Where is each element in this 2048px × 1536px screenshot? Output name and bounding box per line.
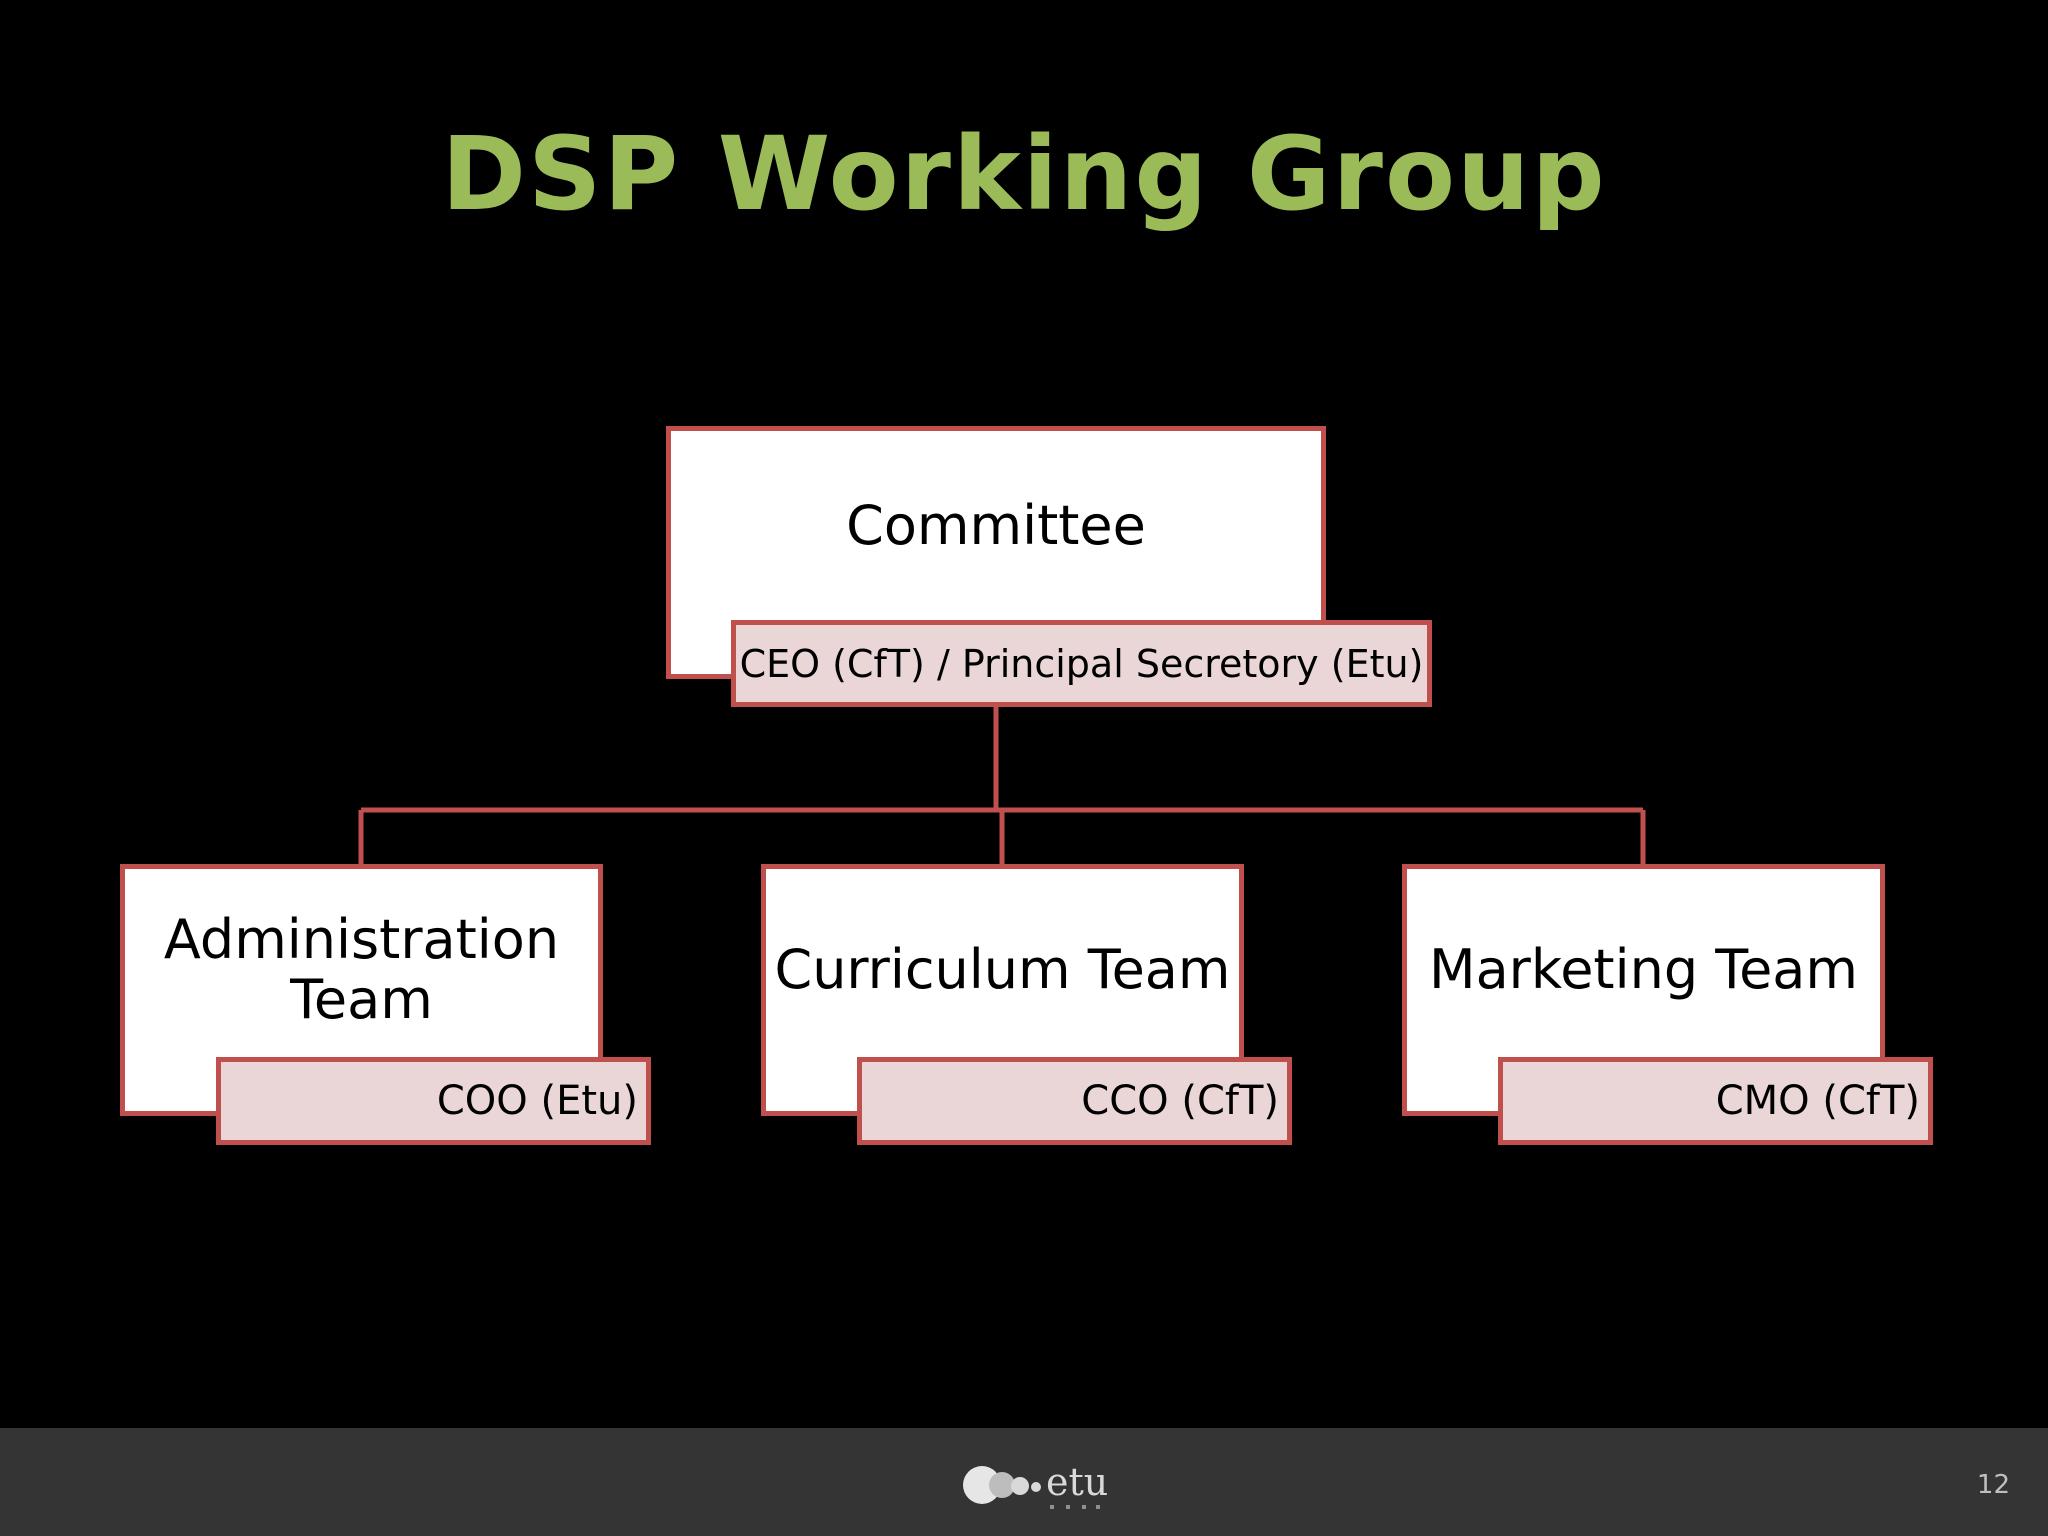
- marketing-team-label: Marketing Team: [1428, 938, 1859, 1001]
- committee-role-badge: CEO (CfT) / Principal Secretory (Etu): [731, 620, 1432, 707]
- committee-label: Committee: [846, 493, 1146, 557]
- administration-team-role-badge: COO (Etu): [216, 1057, 651, 1145]
- administration-team-role-label: COO (Etu): [436, 1078, 638, 1124]
- etu-logo-text: etu: [1046, 1460, 1108, 1504]
- etu-logo-icon: etu: [963, 1460, 1108, 1509]
- curriculum-team-role-label: CCO (CfT): [1081, 1078, 1279, 1124]
- marketing-team-role-badge: CMO (CfT): [1498, 1057, 1933, 1145]
- page-number: 12: [1976, 1470, 2010, 1500]
- administration-team-label: Administration Team: [163, 908, 560, 1031]
- marketing-team-role-label: CMO (CfT): [1715, 1078, 1920, 1124]
- committee-role-label: CEO (CfT) / Principal Secretory (Etu): [739, 641, 1424, 686]
- slide-title: DSP Working Group: [441, 115, 1607, 234]
- curriculum-team-role-badge: CCO (CfT): [857, 1057, 1292, 1145]
- curriculum-team-label: Curriculum Team: [774, 938, 1231, 1001]
